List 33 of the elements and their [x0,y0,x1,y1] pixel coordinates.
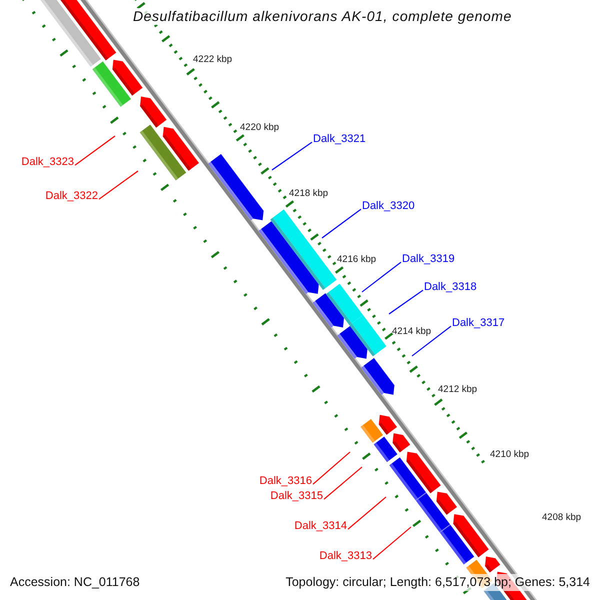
leader-line [362,262,402,292]
title: Desulfatibacillum alkenivorans AK-01, complete genome [131,8,514,25]
gene-label: Dalk_3315 [270,490,323,504]
leader-line [324,466,362,500]
leader-line [272,142,312,170]
gene-label: Dalk_3317 [452,317,505,330]
scale-label: 4220 kbp [240,122,280,134]
scale-label: 4218 kbp [289,188,328,200]
leader-line [372,526,412,560]
scale-label: 4216 kbp [337,254,376,266]
leader-line [322,208,362,238]
gene-label: Dalk_3316 [259,475,312,488]
leader-line [74,136,116,166]
gene-label: Dalk_3320 [362,200,415,214]
gene-label: Dalk_3322 [45,190,98,204]
scale-label: 4208 kbp [542,512,582,524]
gene-label: Dalk_3318 [424,281,477,294]
gene-label: Dalk_3321 [313,133,366,146]
leader-line [348,496,386,530]
leader-line [412,326,452,356]
gene-label: Dalk_3319 [402,253,455,266]
leader-line [312,452,350,485]
leader-line [98,170,138,200]
gene-label: Dalk_3323 [21,156,74,170]
leader-line [388,290,424,314]
scale-label: 4210 kbp [490,449,530,460]
footer-text: Topology: circular; Length: 6,517,073 bp; Genes: 5,314 [284,574,592,591]
scale-label: 4214 kbp [392,326,432,338]
gene-label: Dalk_3314 [294,520,347,534]
scale-label: 4212 kbp [438,384,478,396]
footer-text: Accession: NC_011768 [8,574,142,591]
scale-label: 4222 kbp [193,54,232,66]
gene-label: Dalk_3313 [319,550,372,564]
